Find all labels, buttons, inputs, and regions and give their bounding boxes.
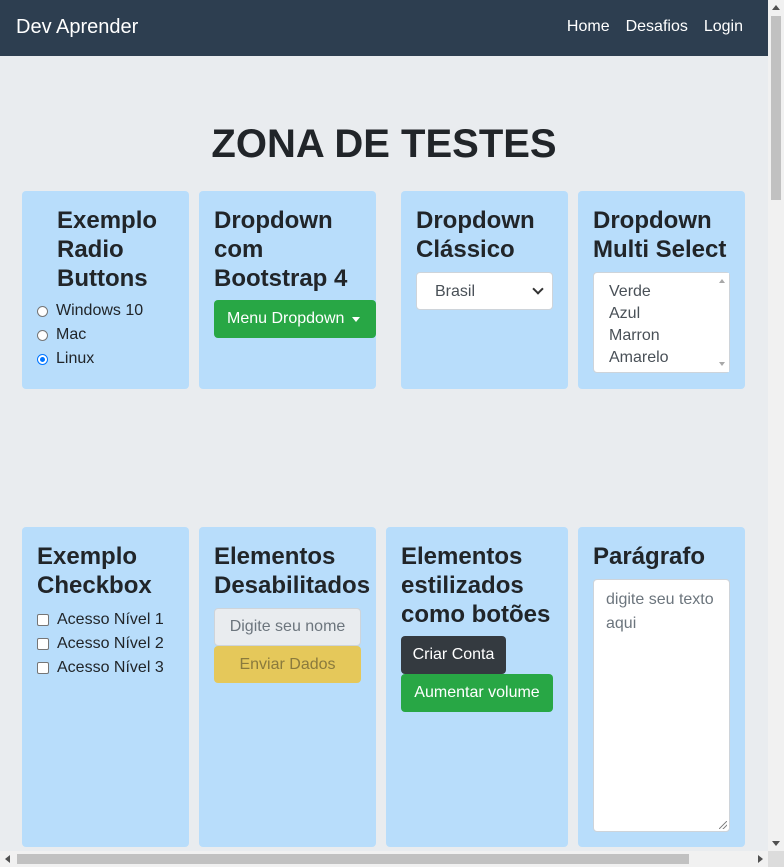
paragraph-title: Parágrafo [593, 543, 706, 570]
chevron-down-icon [532, 283, 544, 295]
nav-desafios-link[interactable]: Desafios [625, 18, 688, 35]
checkbox-card: Exemplo Checkbox Acesso Nível 1 Acesso N… [22, 527, 189, 847]
create-account-label: Criar Conta [412, 646, 495, 663]
checkbox-option-label: Acesso Nível 3 [57, 659, 164, 676]
checkbox-level3-control[interactable] [37, 662, 49, 674]
radio-card: Exemplo Radio Buttons Windows 10 Mac Lin… [22, 191, 189, 389]
checkbox-level2-control[interactable] [37, 638, 49, 650]
radio-group: Windows 10 Mac Linux [37, 299, 174, 371]
scrollbar-corner [768, 851, 784, 867]
horizontal-scroll-thumb[interactable] [17, 854, 689, 864]
multiselect-card: Dropdown Multi Select Verde Azul Marron … [578, 191, 745, 389]
navbar: Dev Aprender Home Desafios Login [0, 0, 768, 56]
radio-option-linux[interactable]: Linux [37, 347, 174, 371]
radio-option-windows[interactable]: Windows 10 [37, 299, 174, 323]
multiselect-scrollbar[interactable] [715, 273, 729, 372]
color-multiselect[interactable]: Verde Azul Marron Amarelo [593, 272, 730, 373]
multiselect-option-marron[interactable]: Marron [609, 327, 660, 344]
classic-dropdown-title: Dropdown Clássico [416, 207, 535, 263]
checkbox-level1-control[interactable] [37, 614, 49, 626]
page-vertical-scrollbar[interactable] [768, 0, 784, 851]
textarea-placeholder: digite seu texto aqui [606, 591, 714, 632]
bootstrap-dropdown-title: Dropdown com Bootstrap 4 [214, 207, 348, 292]
scroll-up-arrow-icon[interactable] [772, 5, 780, 10]
page-title: ZONA DE TESTES [211, 122, 557, 166]
multiselect-title: Dropdown Multi Select [593, 207, 727, 263]
styled-buttons-title: Elementos estilizados como botões [401, 543, 551, 628]
checkbox-option-2[interactable]: Acesso Nível 2 [37, 632, 174, 656]
nav-login-link[interactable]: Login [703, 18, 743, 35]
create-account-button[interactable]: Criar Conta [401, 636, 506, 674]
increase-volume-button[interactable]: Aumentar volume [401, 674, 553, 712]
nav-links: Home Desafios Login [567, 18, 743, 36]
resize-grip-icon[interactable] [719, 821, 727, 829]
checkbox-group: Acesso Nível 1 Acesso Nível 2 Acesso Nív… [37, 608, 174, 680]
name-input-placeholder: Digite seu nome [229, 618, 346, 635]
scroll-left-arrow-icon[interactable] [5, 855, 10, 863]
radio-option-label: Linux [56, 350, 95, 367]
page-horizontal-scrollbar[interactable] [0, 851, 768, 867]
radio-windows-control[interactable] [37, 305, 48, 317]
radio-option-mac[interactable]: Mac [37, 323, 174, 347]
checkbox-option-1[interactable]: Acesso Nível 1 [37, 608, 174, 632]
radio-linux-control[interactable] [37, 353, 48, 365]
paragraph-card: Parágrafo digite seu texto aqui [578, 527, 745, 847]
multiselect-option-verde[interactable]: Verde [609, 283, 651, 300]
name-input-disabled: Digite seu nome [214, 608, 361, 646]
send-data-label: Enviar Dados [239, 656, 336, 673]
send-data-button-disabled: Enviar Dados [214, 646, 361, 683]
radio-option-label: Mac [56, 326, 87, 343]
checkbox-option-label: Acesso Nível 1 [57, 611, 164, 628]
multiselect-option-amarelo[interactable]: Amarelo [609, 349, 669, 366]
scroll-down-icon[interactable] [719, 362, 725, 366]
scroll-up-icon[interactable] [719, 279, 725, 283]
country-select[interactable]: Brasil [416, 272, 553, 310]
scroll-down-arrow-icon[interactable] [772, 841, 780, 846]
increase-volume-label: Aumentar volume [414, 684, 540, 701]
disabled-elements-card: Elementos Desabilitados Digite seu nome … [199, 527, 376, 847]
nav-home-link[interactable]: Home [566, 18, 610, 35]
multiselect-option-azul[interactable]: Azul [609, 305, 641, 322]
checkbox-card-title: Exemplo Checkbox [37, 543, 152, 599]
brand-link[interactable]: Dev Aprender [16, 16, 139, 38]
radio-option-label: Windows 10 [56, 302, 144, 319]
checkbox-option-3[interactable]: Acesso Nível 3 [37, 656, 174, 680]
bootstrap-dropdown-card: Dropdown com Bootstrap 4 Menu Dropdown [199, 191, 376, 389]
menu-dropdown-button[interactable]: Menu Dropdown [214, 300, 376, 338]
paragraph-textarea[interactable]: digite seu texto aqui [593, 579, 730, 832]
menu-dropdown-label: Menu Dropdown [227, 310, 345, 327]
scroll-right-arrow-icon[interactable] [758, 855, 763, 863]
radio-mac-control[interactable] [37, 329, 48, 341]
disabled-elements-title: Elementos Desabilitados [214, 543, 371, 599]
radio-card-title: Exemplo Radio Buttons [57, 207, 158, 292]
styled-buttons-card: Elementos estilizados como botões Criar … [386, 527, 568, 847]
vertical-scroll-thumb[interactable] [771, 16, 781, 200]
checkbox-option-label: Acesso Nível 2 [57, 635, 164, 652]
caret-down-icon [352, 316, 361, 322]
country-select-value: Brasil [435, 283, 476, 300]
classic-dropdown-card: Dropdown Clássico Brasil [401, 191, 568, 389]
